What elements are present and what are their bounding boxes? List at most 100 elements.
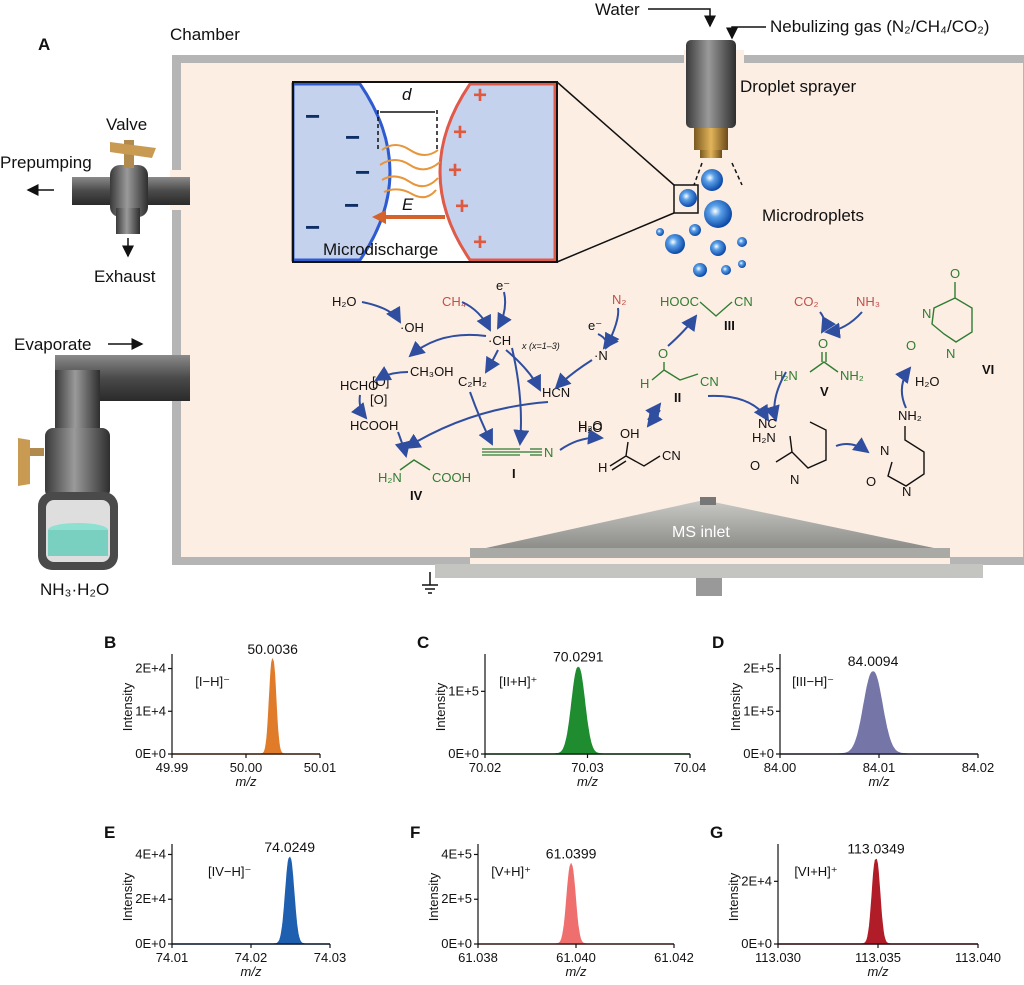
x-tick-label: 50.01: [304, 760, 337, 775]
panel-letter: C: [417, 633, 429, 652]
chx-subscript: x (x=1–3): [521, 341, 560, 351]
ch4-text: CH₄: [442, 294, 466, 309]
nh3-text: NH₃: [856, 294, 880, 309]
x-axis-label: m/z: [241, 964, 262, 979]
int-nc: NC: [758, 416, 777, 431]
exhaust-label: Exhaust: [94, 267, 156, 286]
panel-letter: D: [712, 633, 724, 652]
cyt-o: O: [866, 474, 876, 489]
label-ii: II: [674, 390, 681, 405]
y-axis-label: Intensity: [426, 872, 441, 921]
peak-mass-label: 70.0291: [553, 649, 604, 665]
ammonia-label: NH₃·H₂O: [40, 580, 109, 599]
peak-mass-label: 50.0036: [247, 641, 298, 657]
svg-text:−: −: [345, 122, 360, 152]
n2-text: N₂: [612, 292, 626, 307]
y-tick-label: 4E+4: [135, 846, 166, 861]
sprayer-lines: Water Nebulizing gas (N₂/CH₄/CO₂): [595, 0, 989, 40]
int-nh: N: [790, 472, 799, 487]
x-tick-label: 50.00: [230, 760, 263, 775]
x-tick-label: 70.04: [674, 760, 707, 775]
y-tick-label: 1E+4: [135, 703, 166, 718]
x-axis-label: m/z: [577, 774, 598, 789]
label-iii: III: [724, 318, 735, 333]
x-tick-label: 74.01: [156, 950, 189, 965]
y-axis-label: Intensity: [726, 872, 741, 921]
valve-assembly: Valve Prepumping Exhaust: [0, 115, 190, 286]
y-tick-label: 0E+0: [741, 936, 772, 951]
n-radical: ·N: [594, 348, 608, 363]
vi-o-left: O: [906, 338, 916, 353]
enol-water: H₂O: [578, 418, 603, 433]
sprayer-label: Droplet sprayer: [740, 77, 857, 96]
enol-oh: OH: [620, 426, 640, 441]
y-tick-label: 0E+0: [135, 936, 166, 951]
cyt-nh2: NH₂: [898, 408, 922, 423]
panel-letter: G: [710, 823, 723, 842]
y-tick-label: 1E+5: [448, 683, 479, 698]
valve-label: Valve: [106, 115, 147, 134]
y-tick-label: 2E+4: [135, 661, 166, 676]
iii-hooc: HOOC: [660, 294, 699, 309]
ion-label: [V+H]⁺: [491, 864, 531, 879]
iv-cooh: COOH: [432, 470, 471, 485]
int-h2n: H₂N: [752, 430, 776, 445]
x-axis-label: m/z: [236, 774, 257, 789]
water-label: Water: [595, 0, 640, 19]
vi-o-top: O: [950, 266, 960, 281]
x-tick-label: 74.02: [235, 950, 268, 965]
svg-text:+: +: [473, 229, 487, 256]
x-tick-label: 84.02: [962, 760, 995, 775]
y-tick-label: 2E+5: [743, 661, 774, 676]
label-vi: VI: [982, 362, 994, 377]
ion-label: [IV−H]⁻: [208, 864, 251, 879]
x-tick-label: 70.03: [571, 760, 604, 775]
ion-label: [II+H]⁺: [499, 674, 537, 689]
y-axis-label: Intensity: [120, 682, 135, 731]
cyt-nh: N: [902, 484, 911, 499]
y-tick-label: 0E+0: [743, 746, 774, 761]
svg-text:−: −: [305, 212, 320, 242]
svg-text:+: +: [448, 157, 462, 184]
reaction-network: H₂O ·OH CH₄ e⁻ ·CH x (x=1–3) N₂ e⁻ ·N [O…: [332, 266, 994, 503]
y-axis-label: Intensity: [728, 682, 743, 731]
int-o: O: [750, 458, 760, 473]
field-label: E: [402, 195, 414, 214]
v-o: O: [818, 336, 828, 351]
ii-o: O: [658, 346, 668, 361]
chx-radical: ·CH: [488, 333, 511, 348]
svg-text:+: +: [453, 119, 467, 146]
ch3oh-text: CH₃OH: [410, 364, 454, 379]
enol-h: H: [598, 460, 607, 475]
y-tick-label: 2E+4: [741, 873, 772, 888]
microdischarge-label: Microdischarge: [323, 240, 438, 259]
o-bracket-2: [O]: [370, 392, 387, 407]
electron-text-2: e⁻: [588, 318, 602, 333]
evaporate-label: Evaporate: [14, 335, 92, 354]
y-tick-label: 2E+5: [441, 891, 472, 906]
chamber-label: Chamber: [170, 25, 240, 44]
svg-text:+: +: [473, 82, 487, 109]
y-tick-label: 0E+0: [441, 936, 472, 951]
x-tick-label: 61.038: [458, 950, 498, 965]
cyt-water: H₂O: [915, 374, 940, 389]
x-tick-label: 61.040: [556, 950, 596, 965]
label-iv: IV: [410, 488, 423, 503]
v-nh2: NH₂: [840, 368, 864, 383]
iii-cn: CN: [734, 294, 753, 309]
y-tick-label: 0E+0: [135, 746, 166, 761]
vi-nh: N: [922, 306, 931, 321]
oh-radical: ·OH: [400, 320, 424, 335]
y-axis-label: Intensity: [433, 682, 448, 731]
distance-label: d: [402, 85, 412, 104]
evaporate-assembly: Evaporate NH₃·H₂O: [14, 335, 190, 599]
svg-text:−: −: [305, 101, 320, 131]
gas-label: Nebulizing gas (N₂/CH₄/CO₂): [770, 17, 989, 36]
x-axis-label: m/z: [868, 964, 889, 979]
ion-label: [III−H]⁻: [792, 674, 834, 689]
ms-inlet-label: MS inlet: [672, 524, 730, 541]
electron-text: e⁻: [496, 278, 510, 293]
